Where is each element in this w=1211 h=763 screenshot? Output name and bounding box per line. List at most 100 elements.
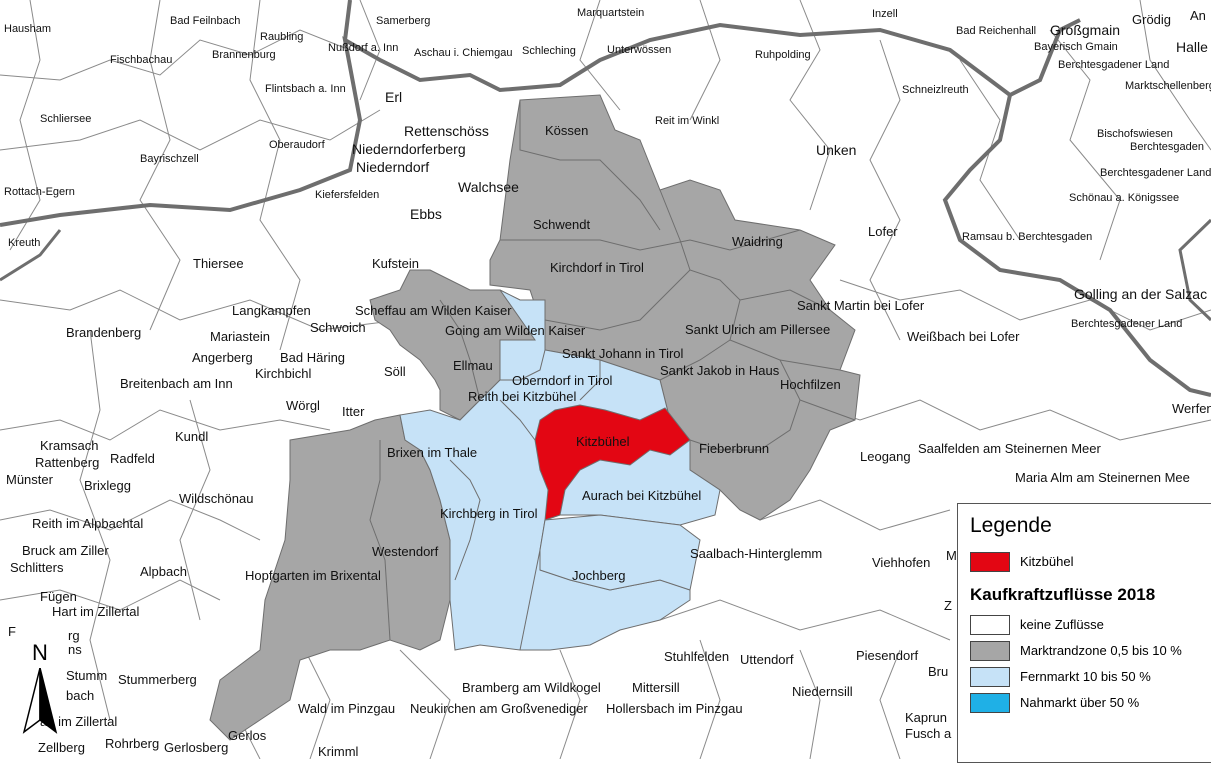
label-place: Reith im Alpbachtal [32, 516, 143, 531]
legend-swatch [970, 614, 1010, 635]
label-place: Sankt Ulrich am Pillersee [685, 322, 830, 337]
label-place: Bischofswiesen [1097, 128, 1173, 140]
label-place: Walchsee [458, 179, 519, 195]
label-place: au im Zillertal [40, 714, 117, 729]
legend-swatch [970, 692, 1010, 713]
label-place: Golling an der Salzac [1074, 286, 1207, 302]
label-place: Saalbach-Hinterglemm [690, 546, 822, 561]
label-place: Rohrberg [105, 736, 159, 751]
label-place: Fieberbrunn [699, 441, 769, 456]
label-place: Gerlosberg [164, 740, 228, 755]
label-place: Samerberg [376, 15, 430, 27]
label-place: Oberndorf in Tirol [512, 373, 613, 388]
label-place: Kufstein [372, 256, 419, 271]
label-place: Radfeld [110, 451, 155, 466]
label-place: Ellmau [453, 358, 493, 373]
label-place: M [946, 548, 957, 563]
label-place: Kirchbichl [255, 366, 311, 381]
label-place: Kreuth [8, 237, 40, 249]
label-place: Bayrischzell [140, 153, 199, 165]
label-place: Rottach-Egern [4, 186, 75, 198]
legend-swatch [970, 640, 1010, 661]
label-place: Rettenschöss [404, 123, 489, 139]
label-place: Ramsau b. Berchtesgaden [962, 231, 1092, 243]
label-place: Fusch a [905, 726, 952, 741]
label-place: Bayerisch Gmain [1034, 41, 1118, 53]
state-border-west [0, 229, 62, 282]
label-place: Wald im Pinzgau [298, 701, 395, 716]
label-place: Söll [384, 364, 406, 379]
north-label: N [32, 640, 48, 665]
label-place: Kirchdorf in Tirol [550, 260, 644, 275]
region-fernmarkt-jochberg[interactable] [539, 514, 701, 591]
label-place: Schliersee [40, 113, 91, 125]
label-place: Schlitters [10, 560, 64, 575]
label-place: Raubling [260, 31, 303, 43]
label-place: Hollersbach im Pinzgau [606, 701, 743, 716]
label-place: Mittersill [632, 680, 680, 695]
label-place: Schwoich [310, 320, 366, 335]
label-place: Aurach bei Kitzbühel [582, 488, 701, 503]
label-place: Marktschellenberg [1125, 80, 1211, 92]
label-place: Aschau i. Chiemgau [414, 47, 512, 59]
legend-title: Legende [970, 514, 1052, 537]
label-place: Scheffau am Wilden Kaiser [355, 303, 512, 318]
place-labels: Hausham Bad Feilnbach Raubling Samerberg… [4, 7, 1211, 759]
legend-row-none: keine Zuflüsse [970, 613, 1211, 636]
label-place: Bad Feilnbach [170, 15, 240, 27]
label-place: Niedernsill [792, 684, 853, 699]
label-place: Weißbach bei Lofer [907, 329, 1020, 344]
state-border-east [942, 94, 1211, 397]
label-place: Kramsach [40, 438, 99, 453]
label-place: Mariastein [210, 329, 270, 344]
label-place: Ruhpolding [755, 49, 811, 61]
state-border-far-east [1178, 218, 1211, 322]
legend-highlight-row: Kitzbühel [970, 550, 1211, 573]
label-place: Hausham [4, 23, 51, 35]
label-place: Krimml [318, 744, 359, 759]
label-place: bach [66, 688, 94, 703]
label-place: Stuhlfelden [664, 649, 729, 664]
label-place: Itter [342, 404, 365, 419]
label-place: Gerlos [228, 728, 267, 743]
label-place: ns [68, 642, 82, 657]
internal-borders [369, 100, 856, 651]
label-place: Going am Wilden Kaiser [445, 323, 586, 338]
label-place: Nußdorf a. Inn [328, 42, 398, 54]
legend-highlight-label: Kitzbühel [1020, 554, 1074, 569]
north-arrow-icon [22, 668, 58, 734]
label-place: Berchtesgadener Land [1071, 318, 1182, 330]
label-place: An [1190, 8, 1206, 23]
legend-swatch [970, 666, 1010, 687]
label-place: Schleching [522, 45, 576, 57]
label-place: Stumm [66, 668, 107, 683]
legend-swatch-kitzbuehel [970, 551, 1010, 572]
label-place: Bad Häring [280, 350, 345, 365]
label-place: Kirchberg in Tirol [440, 506, 538, 521]
label-place: Zellberg [38, 740, 85, 755]
label-place: Stummerberg [118, 672, 197, 687]
label-place: Breitenbach am Inn [120, 376, 233, 391]
label-place: Piesendorf [856, 648, 919, 663]
label-place: Schwendt [533, 217, 590, 232]
region-kitzbuehel[interactable] [534, 404, 691, 521]
label-place: Werfen [1172, 401, 1211, 416]
legend-label: Nahmarkt über 50 % [1020, 695, 1140, 710]
label-place: Brixen im Thale [387, 445, 477, 460]
label-place: Maria Alm am Steinernen Mee [1015, 470, 1190, 485]
label-place: Brandenberg [66, 325, 141, 340]
label-place: Reit im Winkl [655, 115, 719, 127]
label-place: Kiefersfelden [315, 189, 379, 201]
label-place: Wörgl [286, 398, 320, 413]
legend-subtitle: Kaufkraftzuflüsse 2018 [970, 585, 1156, 604]
label-place: Rattenberg [35, 455, 99, 470]
label-place: Saalfelden am Steinernen Meer [918, 441, 1102, 456]
label-place: Uttendorf [740, 652, 794, 667]
label-place: Wildschönau [179, 491, 253, 506]
legend: Legende Kitzbühel Kaufkraftzuflüsse 2018… [957, 503, 1211, 763]
label-place: Angerberg [192, 350, 253, 365]
label-place: Oberaudorf [269, 139, 326, 151]
